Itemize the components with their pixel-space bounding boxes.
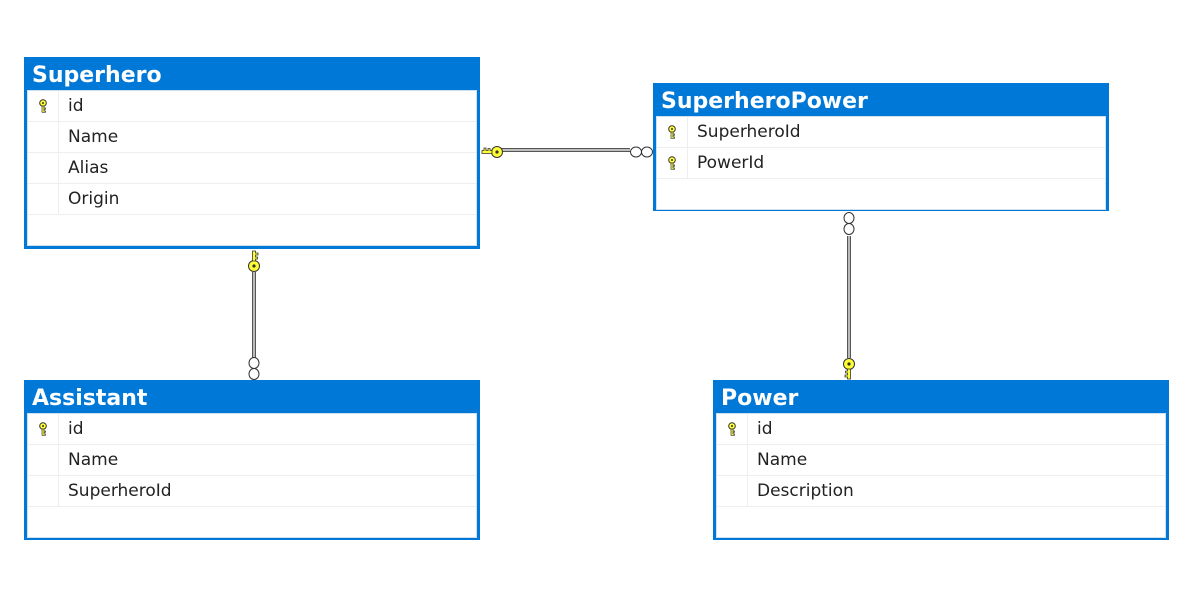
row-selector — [717, 476, 748, 506]
row-selector — [28, 153, 59, 183]
empty-row — [657, 179, 1105, 209]
column-list: id Name Description — [716, 413, 1166, 538]
one-end-key-icon — [843, 358, 855, 380]
many-end-infinity-icon — [843, 212, 855, 235]
empty-row — [28, 215, 476, 245]
column-row[interactable]: Name — [28, 122, 476, 153]
column-name: id — [68, 419, 84, 439]
table-superhero[interactable]: Superhero id Name Alias Origin — [24, 57, 480, 249]
one-end-key-icon — [248, 250, 260, 272]
column-list: SuperheroId PowerId — [656, 116, 1106, 210]
primary-key-cell — [717, 414, 748, 444]
key-icon — [668, 156, 676, 170]
column-row[interactable]: id — [717, 414, 1165, 445]
row-selector — [28, 476, 59, 506]
relationship-superhero-assistant[interactable] — [248, 250, 260, 380]
column-row[interactable]: Name — [717, 445, 1165, 476]
row-selector — [28, 445, 59, 475]
one-end-key-icon — [481, 146, 503, 158]
column-row[interactable]: Origin — [28, 184, 476, 215]
many-end-infinity-icon — [630, 146, 653, 158]
empty-row — [717, 507, 1165, 537]
column-row[interactable]: SuperheroId — [28, 476, 476, 507]
column-row[interactable]: id — [28, 414, 476, 445]
column-list: id Name SuperheroId — [27, 413, 477, 538]
primary-key-cell — [28, 414, 59, 444]
column-row[interactable]: id — [28, 91, 476, 122]
table-title: Power — [721, 386, 799, 411]
table-title: SuperheroPower — [661, 89, 868, 114]
column-name: Description — [757, 481, 854, 501]
key-icon — [39, 422, 47, 436]
column-row[interactable]: Name — [28, 445, 476, 476]
column-row[interactable]: Description — [717, 476, 1165, 507]
primary-key-cell — [28, 91, 59, 121]
column-name: SuperheroId — [68, 481, 172, 501]
table-title: Assistant — [32, 386, 148, 411]
row-selector — [28, 122, 59, 152]
primary-key-cell — [657, 117, 688, 147]
column-row[interactable]: Alias — [28, 153, 476, 184]
key-icon — [728, 422, 736, 436]
key-icon — [668, 125, 676, 139]
many-end-infinity-icon — [248, 357, 260, 380]
empty-row — [28, 507, 476, 537]
relationship-power-superheropower[interactable] — [843, 212, 855, 380]
column-name: id — [68, 96, 84, 116]
column-name: SuperheroId — [697, 122, 801, 142]
column-name: Alias — [68, 158, 109, 178]
row-selector — [28, 184, 59, 214]
column-name: PowerId — [697, 153, 765, 173]
column-name: Name — [68, 450, 119, 470]
column-name: Origin — [68, 189, 120, 209]
table-superheropower[interactable]: SuperheroPower SuperheroId PowerId — [653, 83, 1109, 211]
relationship-superhero-superheropower[interactable] — [481, 146, 653, 158]
column-name: Name — [757, 450, 808, 470]
table-title: Superhero — [32, 63, 162, 88]
table-power[interactable]: Power id Name Description — [713, 380, 1169, 540]
row-selector — [717, 445, 748, 475]
column-row[interactable]: PowerId — [657, 148, 1105, 179]
column-name: id — [757, 419, 773, 439]
key-icon — [39, 99, 47, 113]
column-row[interactable]: SuperheroId — [657, 117, 1105, 148]
primary-key-cell — [657, 148, 688, 178]
column-list: id Name Alias Origin — [27, 90, 477, 246]
table-assistant[interactable]: Assistant id Name SuperheroId — [24, 380, 480, 540]
column-name: Name — [68, 127, 119, 147]
